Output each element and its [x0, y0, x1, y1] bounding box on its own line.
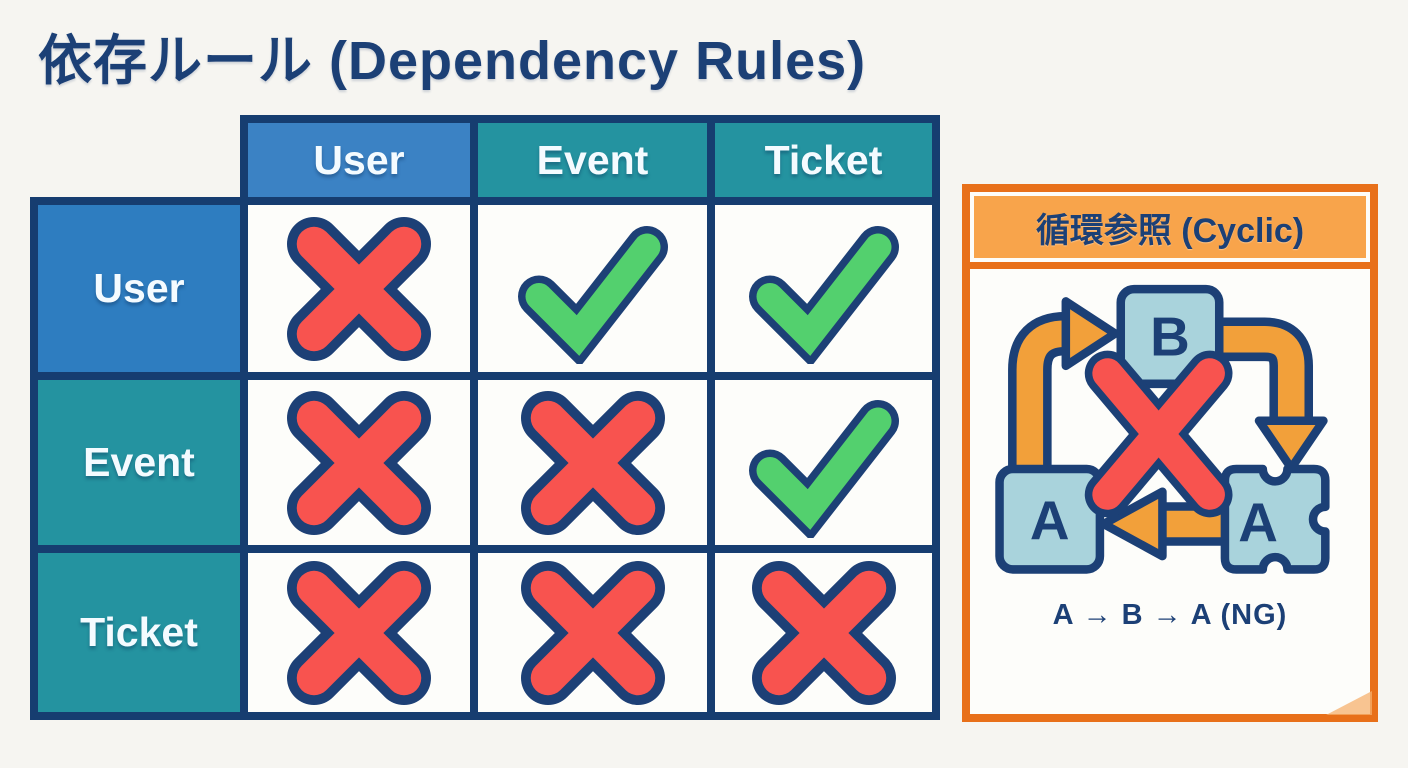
row-header-label: Event [83, 439, 195, 485]
matrix-cell [707, 372, 940, 545]
matrix-cell [240, 545, 470, 720]
matrix-cell [707, 545, 940, 720]
cyclic-panel-title: 循環参照 (Cyclic) [1035, 211, 1305, 250]
cross-icon [520, 560, 665, 705]
cyclic-dependency-icon: B A A [995, 284, 1330, 574]
corner-watermark [1326, 691, 1372, 715]
row-header-label: User [93, 265, 185, 311]
cyclic-caption: A → B → A (NG) [1052, 599, 1288, 631]
node-a-box [995, 464, 1105, 574]
cyclic-panel-header: 循環参照 (Cyclic) [974, 196, 1366, 258]
matrix-cell [240, 372, 470, 545]
matrix-cell [470, 197, 707, 372]
page-title: 依存ルール (Dependency Rules) [38, 31, 867, 91]
row-header-label: Ticket [80, 609, 198, 655]
matrix-cell [470, 372, 707, 545]
node-a-label: A [1030, 489, 1070, 551]
node-b-label: B [1150, 305, 1190, 367]
matrix-cell [470, 545, 707, 720]
cyclic-reference-panel: 循環参照 (Cyclic) B A A [962, 184, 1378, 722]
cyclic-panel-body: B A A A → B → A (NG) [970, 269, 1370, 632]
matrix-corner-cell [30, 115, 240, 197]
matrix-cell [707, 197, 940, 372]
cross-icon [287, 216, 431, 361]
cross-icon [287, 390, 431, 535]
row-header-user: User [30, 197, 240, 372]
check-icon [748, 225, 899, 364]
column-header-ticket: Ticket [707, 115, 940, 197]
node-a2-label: A [1238, 491, 1278, 553]
check-icon [517, 225, 668, 364]
column-header-label: Ticket [764, 136, 883, 183]
row-header-ticket: Ticket [30, 545, 240, 720]
column-header-label: Event [536, 136, 649, 183]
dependency-matrix-table: User Event Ticket User Event Ticket [30, 115, 940, 720]
column-header-user: User [240, 115, 470, 197]
cross-icon [751, 560, 896, 705]
node-a2-puzzle [1220, 464, 1330, 574]
row-header-event: Event [30, 372, 240, 545]
column-header-event: Event [470, 115, 707, 197]
arrowhead-left-icon [1099, 487, 1167, 561]
matrix-cell [240, 197, 470, 372]
column-header-label: User [313, 136, 405, 183]
arrowhead-right-icon [1061, 297, 1120, 371]
arrowhead-down-icon [1254, 416, 1328, 473]
puzzle-piece-icon [1220, 464, 1330, 574]
cross-icon [287, 560, 431, 705]
cross-icon [520, 390, 665, 535]
panel-divider [970, 262, 1370, 269]
check-icon [748, 399, 899, 538]
